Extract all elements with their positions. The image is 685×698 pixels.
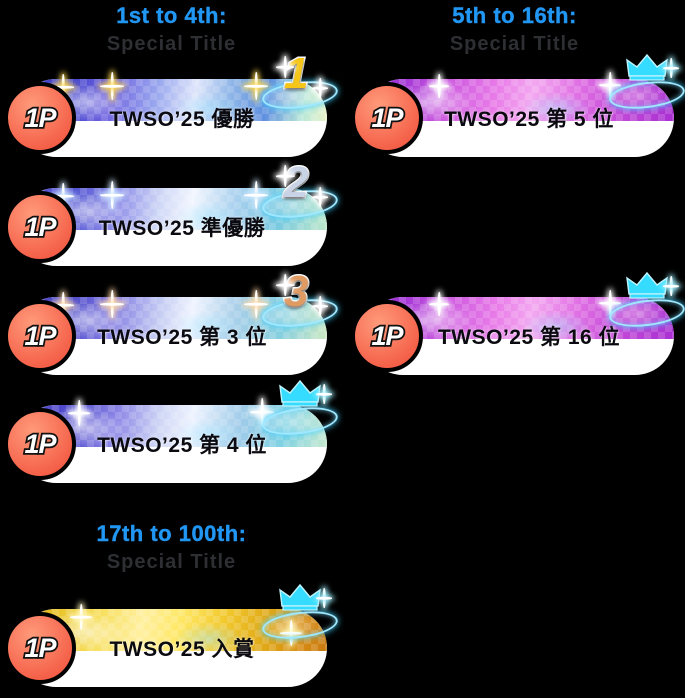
- badge-title-text: TWSO’25 第 3 位: [97, 326, 267, 349]
- badge-card-rank-5[interactable]: TWSO’25 第 5 位 1P: [351, 53, 685, 168]
- player-avatar: 1P: [4, 300, 76, 372]
- badge-card-rank-1[interactable]: TWSO’25 優勝 1P 1: [4, 48, 340, 168]
- badge-title-text: TWSO’25 優勝: [109, 108, 255, 131]
- player-avatar: 1P: [351, 82, 423, 154]
- badge-title-text: TWSO’25 準優勝: [98, 217, 266, 240]
- badge-title-text: TWSO’25 第 4 位: [97, 434, 267, 457]
- player-avatar: 1P: [4, 191, 76, 263]
- section-header-first-to-fourth: 1st to 4th: Special Title: [0, 2, 343, 58]
- section-subtitle: Special Title: [106, 33, 237, 55]
- badge-slot-empty: [351, 177, 681, 277]
- badge-card-rank-16[interactable]: TWSO’25 第 16 位 1P: [351, 271, 685, 386]
- sparkle-icon: [276, 165, 294, 187]
- sparkle-icon: [316, 588, 332, 608]
- badge-pill: TWSO’25 入賞: [14, 606, 330, 690]
- player-label: 1P: [23, 210, 59, 244]
- badge-title-text: TWSO’25 入賞: [109, 638, 255, 661]
- player-avatar: 1P: [4, 612, 76, 684]
- badge-card-rank-prize[interactable]: TWSO’25 入賞 1P: [4, 583, 340, 698]
- sparkle-icon: [663, 276, 679, 296]
- sparkle-icon: [316, 384, 332, 404]
- rank-range-label: 17th to 100th:: [96, 521, 247, 546]
- sparkle-icon: [276, 274, 294, 296]
- player-label: 1P: [23, 631, 59, 665]
- sparkle-icon: [663, 58, 679, 78]
- badge-card-rank-3[interactable]: TWSO’25 第 3 位 1P 3: [4, 266, 340, 386]
- rank-range-label: 1st to 4th:: [116, 3, 227, 28]
- sparkle-icon: [276, 56, 294, 78]
- player-avatar: 1P: [4, 408, 76, 480]
- player-label: 1P: [23, 101, 59, 135]
- player-label: 1P: [23, 319, 59, 353]
- section-subtitle: Special Title: [449, 33, 580, 55]
- player-avatar: 1P: [4, 82, 76, 154]
- rank-range-label: 5th to 16th:: [452, 3, 577, 28]
- section-header-seventeenth-to-hundredth: 17th to 100th: Special Title: [0, 520, 343, 576]
- player-label: 1P: [370, 319, 406, 353]
- player-avatar: 1P: [351, 300, 423, 372]
- badge-title-text: TWSO’25 第 5 位: [444, 108, 614, 131]
- badge-card-rank-4[interactable]: TWSO’25 第 4 位 1P: [4, 379, 340, 494]
- section-header-fifth-to-sixteenth: 5th to 16th: Special Title: [343, 2, 685, 58]
- badge-title-text: TWSO’25 第 16 位: [437, 326, 621, 349]
- badge-card-rank-2[interactable]: TWSO’25 準優勝 1P 2: [4, 157, 340, 277]
- player-label: 1P: [23, 427, 59, 461]
- section-subtitle: Special Title: [106, 551, 237, 573]
- player-label: 1P: [370, 101, 406, 135]
